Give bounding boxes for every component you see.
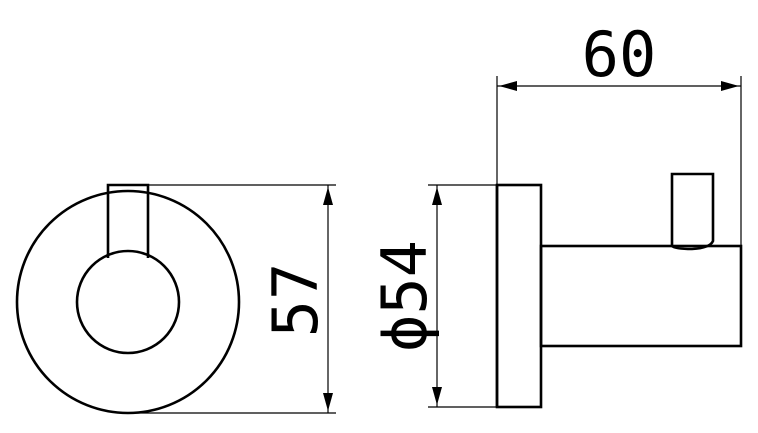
front-view (15, 183, 241, 415)
hook-arm-front (106, 183, 150, 258)
arrow-up (323, 187, 333, 205)
arrow-down (432, 387, 442, 405)
dimension-width: 60 (496, 18, 742, 246)
arrow-up (432, 187, 442, 205)
rosette-outer-circle (15, 189, 241, 415)
hook-inner-circle (75, 249, 181, 355)
hook-body (539, 244, 743, 348)
side-view (495, 172, 743, 409)
width-label: 60 (582, 18, 657, 91)
dimension-height: 57 (128, 184, 336, 414)
dimension-diameter: ϕ54 (368, 184, 497, 408)
wall-plate (495, 183, 543, 409)
arrow-down (323, 393, 333, 411)
height-label: 57 (259, 263, 332, 338)
diameter-label: ϕ54 (368, 240, 441, 352)
arrow-left (499, 81, 517, 91)
arrow-right (721, 81, 739, 91)
hook-tip (670, 172, 715, 251)
